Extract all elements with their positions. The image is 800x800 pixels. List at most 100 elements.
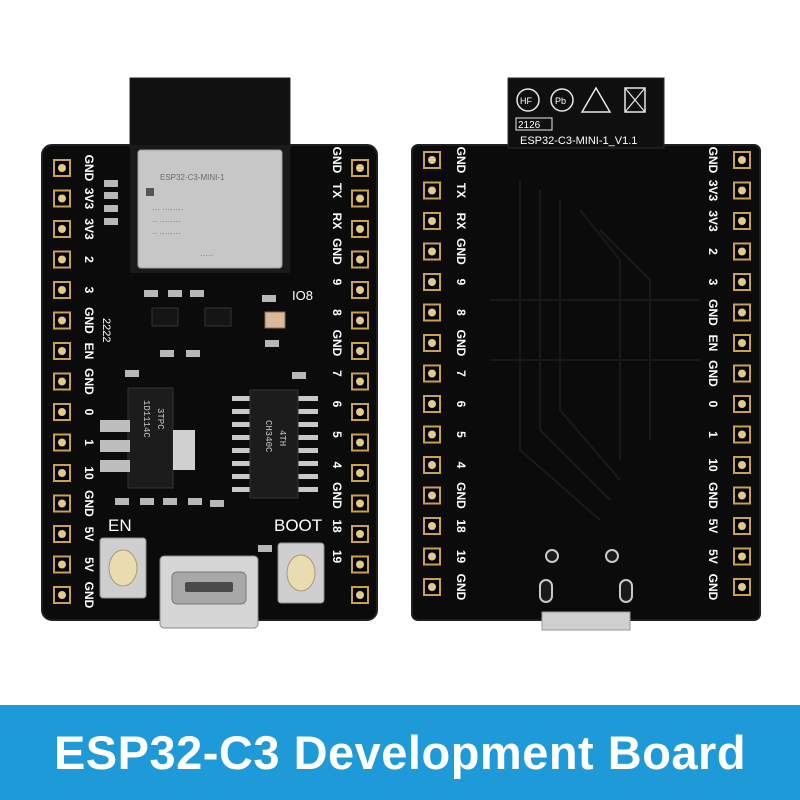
front-left-pin-pin	[58, 286, 66, 294]
back-right-pin-label: 10	[706, 458, 720, 472]
back-right-pin-label: 5V	[706, 549, 720, 564]
front-right-pin-label: GND	[330, 330, 344, 357]
front-left-pin-pin	[58, 255, 66, 264]
back-left-pin-label: 4	[454, 462, 468, 469]
chip-leg-left	[232, 435, 252, 440]
sticker-mark-hf: HF	[520, 96, 532, 106]
svg-text:2222: 2222	[100, 318, 112, 342]
back-right-pin-label: GND	[706, 360, 720, 387]
front-right-pin-pin	[356, 164, 364, 172]
front-left-pin-pin	[58, 164, 66, 172]
banner-title: ESP32-C3 Development Board	[53, 726, 747, 779]
back-right-pin-pin	[738, 430, 746, 439]
back-right-pin-pin	[738, 522, 746, 530]
back-left-pin-label: 5	[454, 431, 468, 438]
ldo-marking-1: 1D1114C	[141, 400, 151, 438]
front-left-pin-label: 1	[82, 439, 96, 446]
front-right-pin-pin	[356, 408, 364, 416]
back-right-pin-pin	[738, 461, 746, 469]
back-left-pin-pin	[428, 339, 436, 347]
back-left-pin-label: GND	[454, 482, 468, 509]
chip-leg-left	[232, 396, 252, 401]
pcb-traces	[490, 180, 700, 521]
usb-chip-marking-2: 4TH	[277, 430, 287, 446]
back-right-pin-label: EN	[706, 335, 720, 352]
front-left-pin-label: GND	[82, 582, 96, 609]
chip-leg-right	[298, 435, 318, 440]
front-right-pin-label: 8	[330, 309, 344, 316]
front-left-pin-holes	[53, 159, 71, 604]
back-right-pin-pin	[738, 339, 746, 347]
back-left-pin-label: GND	[454, 330, 468, 357]
chip-leg-right	[298, 474, 318, 479]
back-right-pin-label: 3V3	[706, 180, 720, 202]
back-right-pin-pin	[738, 247, 746, 256]
front-left-pin-pin	[58, 316, 66, 325]
back-right-pin-pin	[738, 583, 746, 591]
product-photo: ESP32-C3-MINI-1 ··· ········ ·· ········…	[41, 77, 761, 631]
back-right-pin-label: GND	[706, 299, 720, 326]
back-left-pin-pin	[428, 217, 436, 225]
title-banner: ESP32-C3 Development Board	[0, 705, 800, 800]
chip-leg-left	[232, 422, 252, 427]
chip-leg-right	[298, 409, 318, 414]
back-left-pin-pin	[428, 369, 436, 378]
back-right-pin-label: 5V	[706, 519, 720, 534]
front-left-pin-label: 3V3	[82, 188, 96, 210]
back-left-pin-label: RX	[454, 213, 468, 230]
boot-button-label: BOOT	[274, 516, 322, 535]
back-left-pin-holes	[423, 151, 441, 596]
front-left-pin-pin	[58, 194, 66, 203]
back-right-pin-label: GND	[706, 574, 720, 601]
front-right-pin-label: 7	[330, 370, 344, 377]
front-left-pin-label: GND	[82, 368, 96, 395]
back-left-pin-label: 19	[454, 550, 468, 564]
front-left-pin-pin	[58, 438, 66, 447]
back-left-pin-pin	[428, 461, 436, 469]
back-left-pin-pin	[428, 308, 436, 317]
svg-text:·····: ·····	[200, 251, 213, 260]
io8-led	[264, 311, 286, 329]
chip-leg-right	[298, 448, 318, 453]
front-left-pin-label: 3	[82, 287, 96, 294]
front-right-pin-pin	[356, 316, 364, 325]
front-right-pin-pin	[356, 286, 364, 294]
front-left-pin-label: GND	[82, 307, 96, 334]
chip-leg-left	[232, 409, 252, 414]
back-right-pin-holes	[733, 151, 751, 596]
svg-text:·· ········: ·· ········	[152, 217, 181, 226]
svg-text:··· ········: ··· ········	[152, 205, 184, 214]
back-left-pin-pin	[428, 491, 436, 500]
front-right-pin-pin	[356, 530, 364, 538]
front-left-pin-label: 5V	[82, 527, 96, 542]
chip-leg-left	[232, 487, 252, 492]
back-left-pin-label: GND	[454, 574, 468, 601]
back-left-pin-pin	[428, 400, 436, 408]
back-right-pin-pin	[738, 491, 746, 500]
front-right-pin-pin	[356, 347, 364, 355]
front-left-pin-label: GND	[82, 490, 96, 517]
front-right-pin-pin	[356, 194, 364, 203]
front-left-pin-pin	[58, 347, 66, 355]
front-right-pin-label: 6	[330, 401, 344, 408]
back-right-pin-label: GND	[706, 147, 720, 174]
back-left-pin-pin	[428, 156, 436, 164]
en-button-label: EN	[108, 516, 132, 535]
back-left-pin-pin	[428, 552, 436, 561]
en-button	[99, 537, 147, 599]
back-left-pin-label: 6	[454, 401, 468, 408]
back-left-pin-pin	[428, 247, 436, 256]
front-board: ESP32-C3-MINI-1 ··· ········ ·· ········…	[41, 77, 378, 629]
front-right-pin-label: 18	[330, 519, 344, 533]
front-left-pin-pin	[58, 408, 66, 416]
front-left-pin-label: GND	[82, 155, 96, 182]
front-right-pin-pin	[356, 591, 364, 599]
back-left-pin-pin	[428, 583, 436, 591]
back-right-pin-pin	[738, 552, 746, 561]
front-right-pin-pin	[356, 377, 364, 386]
back-left-pin-pin	[428, 278, 436, 286]
front-right-pin-pin	[356, 438, 364, 447]
front-left-pin-label: 5V	[82, 557, 96, 572]
